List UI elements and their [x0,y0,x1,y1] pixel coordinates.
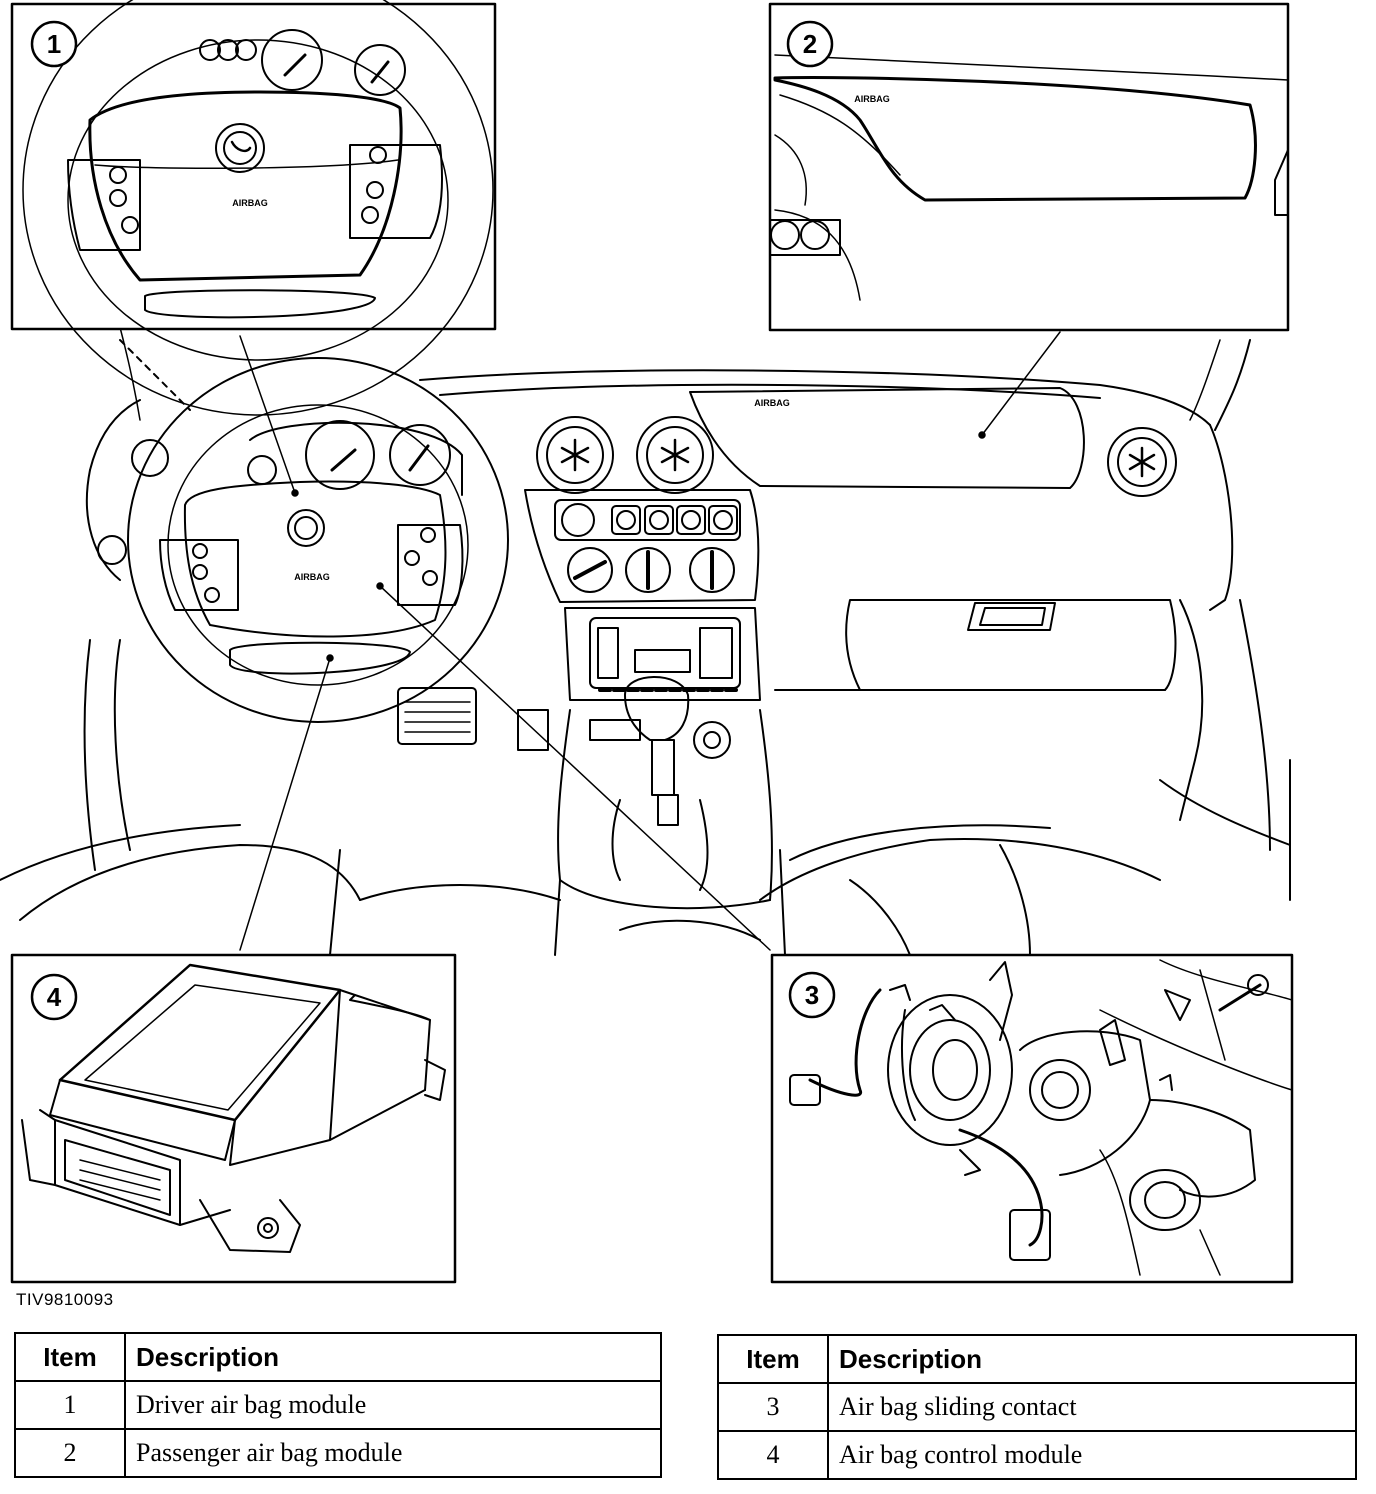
table-row: 2 Passenger air bag module [14,1428,662,1478]
callout-3-panel: 3 [770,953,1294,1284]
passenger-airbag-label: AIRBAG [854,94,890,104]
items-table-right: Item Description 3 Air bag sliding conta… [717,1334,1357,1480]
item-number: 4 [717,1430,829,1480]
leader-lines [239,331,1061,951]
item-description: Air bag sliding contact [827,1382,1357,1432]
dash-airbag-label: AIRBAG [754,398,790,408]
item-number: 3 [717,1382,829,1432]
svg-text:3: 3 [805,980,819,1010]
steering-wheel: AIRBAG [127,357,509,723]
callout-4-badge: 4 [30,973,78,1021]
table-header-row: Item Description [14,1332,662,1382]
svg-text:4: 4 [47,982,62,1012]
svg-text:1: 1 [47,29,61,59]
callout-4-panel: 4 [10,953,457,1284]
driver-airbag-label: AIRBAG [232,198,268,208]
figure-id: TIV9810093 [16,1290,114,1309]
center-vent-right [636,416,714,494]
table-row: 4 Air bag control module [717,1430,1357,1480]
item-number: 2 [14,1428,126,1478]
sliding-contact-drawing [789,959,1293,1276]
header-item: Item [14,1332,126,1382]
table-header-row: Item Description [717,1334,1357,1384]
items-table-left: Item Description 1 Driver air bag module… [14,1332,662,1478]
dashboard-scene: AIRBAG AIRBAG [0,79,1291,956]
header-description: Description [124,1332,662,1382]
control-module-drawing [21,963,446,1253]
side-vent-right [1107,427,1177,497]
center-vent-left [536,416,614,494]
item-description: Passenger air bag module [124,1428,662,1478]
callout-1-panel: AIRBAG 1 [10,0,497,416]
table-row: 1 Driver air bag module [14,1380,662,1430]
wheel-airbag-label: AIRBAG [294,572,330,582]
callout-2-badge: 2 [786,20,834,68]
table-row: 3 Air bag sliding contact [717,1382,1357,1432]
header-description: Description [827,1334,1357,1384]
callout-3-badge: 3 [788,971,836,1019]
airbag-diagram: AIRBAG AIRBAG AIRBAG [0,0,1294,1284]
item-number: 1 [14,1380,126,1430]
callout-1-badge: 1 [30,20,78,68]
item-description: Driver air bag module [124,1380,662,1430]
item-description: Air bag control module [827,1430,1357,1480]
svg-text:2: 2 [803,29,817,59]
header-item: Item [717,1334,829,1384]
callout-2-panel: AIRBAG 2 [768,2,1290,332]
